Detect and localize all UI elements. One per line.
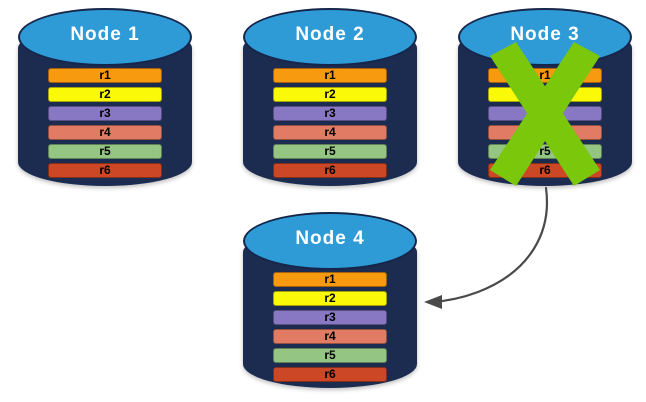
row-bar-r6[interactable]: r6: [273, 163, 387, 178]
row-bar-r1[interactable]: r1: [48, 68, 162, 83]
row-bar-r3[interactable]: r3: [48, 106, 162, 121]
node-cylinder-node4[interactable]: Node 4 r1 r2 r3 r4 r5 r6: [243, 212, 417, 388]
row-bar-r5[interactable]: r5: [48, 144, 162, 159]
row-bar-r5[interactable]: r5: [273, 348, 387, 363]
row-bar-r1[interactable]: r1: [488, 68, 602, 83]
row-bar-r4[interactable]: r4: [273, 125, 387, 140]
cylinder-top-ellipse: [243, 8, 417, 66]
cylinder-top-ellipse: [18, 8, 192, 66]
row-bar-r6[interactable]: r6: [48, 163, 162, 178]
row-stack-node1: r1 r2 r3 r4 r5 r6: [18, 68, 192, 182]
row-bar-r4[interactable]: r4: [48, 125, 162, 140]
cylinder-top-ellipse: [243, 212, 417, 270]
row-bar-r5[interactable]: r5: [488, 144, 602, 159]
node-cylinder-node3[interactable]: Node 3 r1 r2 r3 r4 r5 r6: [458, 8, 632, 186]
row-bar-r6[interactable]: r6: [488, 163, 602, 178]
row-stack-node3: r1 r2 r3 r4 r5 r6: [458, 68, 632, 182]
row-bar-r3[interactable]: r3: [488, 106, 602, 121]
row-bar-r2[interactable]: r2: [488, 87, 602, 102]
row-bar-r6[interactable]: r6: [273, 367, 387, 382]
row-stack-node4: r1 r2 r3 r4 r5 r6: [243, 272, 417, 386]
row-bar-r4[interactable]: r4: [273, 329, 387, 344]
node-cylinder-node1[interactable]: Node 1 r1 r2 r3 r4 r5 r6: [18, 8, 192, 186]
row-bar-r5[interactable]: r5: [273, 144, 387, 159]
row-bar-r2[interactable]: r2: [48, 87, 162, 102]
row-bar-r3[interactable]: r3: [273, 310, 387, 325]
row-bar-r1[interactable]: r1: [273, 68, 387, 83]
cylinder-top-ellipse: [458, 8, 632, 66]
row-bar-r2[interactable]: r2: [273, 291, 387, 306]
node-cylinder-node2[interactable]: Node 2 r1 r2 r3 r4 r5 r6: [243, 8, 417, 186]
row-bar-r4[interactable]: r4: [488, 125, 602, 140]
row-bar-r3[interactable]: r3: [273, 106, 387, 121]
row-bar-r2[interactable]: r2: [273, 87, 387, 102]
row-stack-node2: r1 r2 r3 r4 r5 r6: [243, 68, 417, 182]
row-bar-r1[interactable]: r1: [273, 272, 387, 287]
